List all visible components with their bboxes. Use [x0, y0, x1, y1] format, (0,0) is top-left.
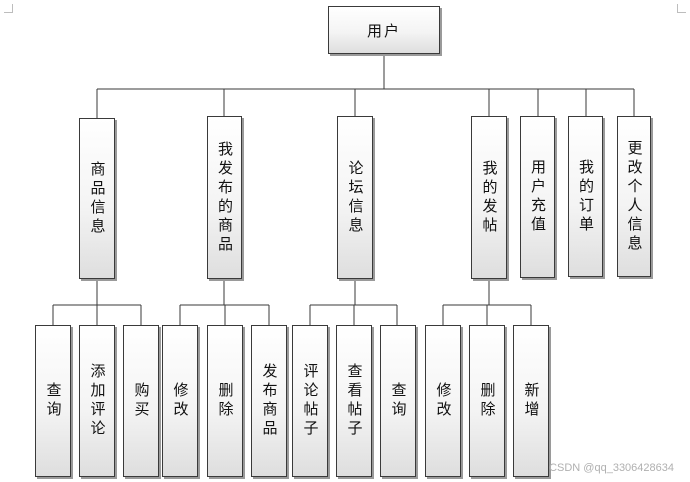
node-root: 用户 — [328, 6, 440, 54]
node-forum: 论坛信息 — [337, 116, 373, 279]
node-forum-view: 查看帖子 — [336, 325, 372, 477]
node-goods-query: 查询 — [35, 325, 71, 477]
node-root-label: 用户 — [366, 21, 401, 40]
node-forum-view-label: 查看帖子 — [345, 363, 364, 439]
node-goods: 商品信息 — [79, 118, 115, 279]
node-mygoods-publish: 发布商品 — [251, 325, 287, 477]
node-mygoods-publish-label: 发布商品 — [260, 363, 279, 439]
corner-mark-top-left — [4, 4, 13, 13]
node-myposts-edit: 修改 — [425, 325, 461, 477]
node-goods-buy-label: 购买 — [132, 382, 151, 420]
node-mygoods-delete-label: 删除 — [216, 382, 235, 420]
node-myposts: 我的发帖 — [471, 116, 507, 279]
node-recharge: 用户充值 — [520, 116, 555, 278]
node-orders-label: 我的订单 — [577, 158, 595, 235]
node-profile: 更改个人信息 — [617, 116, 651, 277]
node-goods-add-comment-label: 添加评论 — [88, 363, 107, 439]
node-mygoods-delete: 删除 — [207, 325, 243, 477]
node-forum-label: 论坛信息 — [346, 159, 365, 236]
node-myposts-label: 我的发帖 — [480, 159, 499, 236]
node-profile-label: 更改个人信息 — [625, 139, 644, 254]
node-goods-query-label: 查询 — [44, 382, 63, 420]
node-orders: 我的订单 — [568, 116, 603, 277]
node-myposts-delete-label: 删除 — [478, 382, 497, 420]
node-mygoods-edit-label: 修改 — [171, 382, 190, 420]
node-mygoods: 我发布的商品 — [207, 116, 242, 279]
node-forum-query: 查询 — [380, 325, 416, 477]
corner-mark-top-right — [677, 4, 686, 13]
node-forum-query-label: 查询 — [389, 382, 408, 420]
node-mygoods-edit: 修改 — [162, 325, 198, 477]
node-goods-buy: 购买 — [123, 325, 159, 477]
node-myposts-add: 新增 — [513, 325, 549, 477]
node-goods-label: 商品信息 — [88, 160, 107, 237]
node-myposts-edit-label: 修改 — [434, 382, 453, 420]
node-forum-comment: 评论帖子 — [292, 325, 328, 477]
node-myposts-delete: 删除 — [469, 325, 505, 477]
node-mygoods-label: 我发布的商品 — [216, 140, 234, 255]
node-forum-comment-label: 评论帖子 — [301, 363, 320, 439]
node-myposts-add-label: 新增 — [522, 382, 541, 420]
watermark-text: CSDN @qq_3306428634 — [549, 462, 674, 474]
node-goods-add-comment: 添加评论 — [79, 325, 115, 477]
node-recharge-label: 用户充值 — [529, 159, 547, 235]
